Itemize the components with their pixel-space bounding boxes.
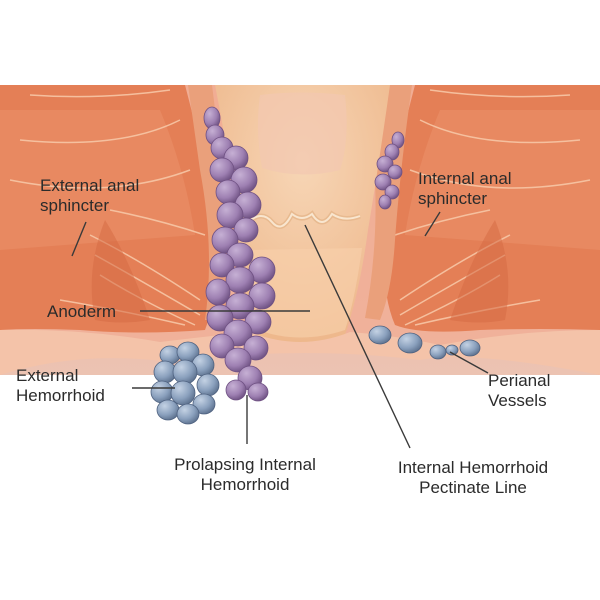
leader-external-anal-sphincter	[71, 221, 87, 257]
leader-internal-anal-sphincter	[424, 211, 441, 237]
external-hemorrhoid-cluster	[150, 341, 220, 425]
leader-perianal-vessels	[449, 351, 489, 374]
label-perianal-vessels: Perianal Vessels	[488, 371, 551, 410]
left-sphincter-muscle	[0, 85, 217, 333]
leader-pectinate-line	[304, 224, 411, 449]
perianal-vessels	[368, 325, 481, 360]
label-internal-anal-sphincter: Internal anal sphincter	[418, 169, 512, 208]
label-prolapsing-internal-hemorrhoid: Prolapsing Internal Hemorrhoid	[174, 455, 316, 494]
label-anoderm: Anoderm	[47, 302, 116, 321]
internal-hemorrhoid-cluster	[374, 131, 405, 210]
perianal-skin	[0, 329, 600, 375]
label-external-hemorrhoid: External Hemorrhoid	[16, 366, 105, 405]
right-sphincter-muscle	[383, 85, 600, 332]
leader-lines	[71, 211, 489, 449]
label-internal-hemorrhoid-pectinate-line: Internal Hemorrhoid Pectinate Line	[397, 458, 549, 497]
prolapsing-internal-hemorrhoid	[203, 106, 276, 402]
label-external-anal-sphincter: External anal sphincter	[40, 176, 140, 215]
